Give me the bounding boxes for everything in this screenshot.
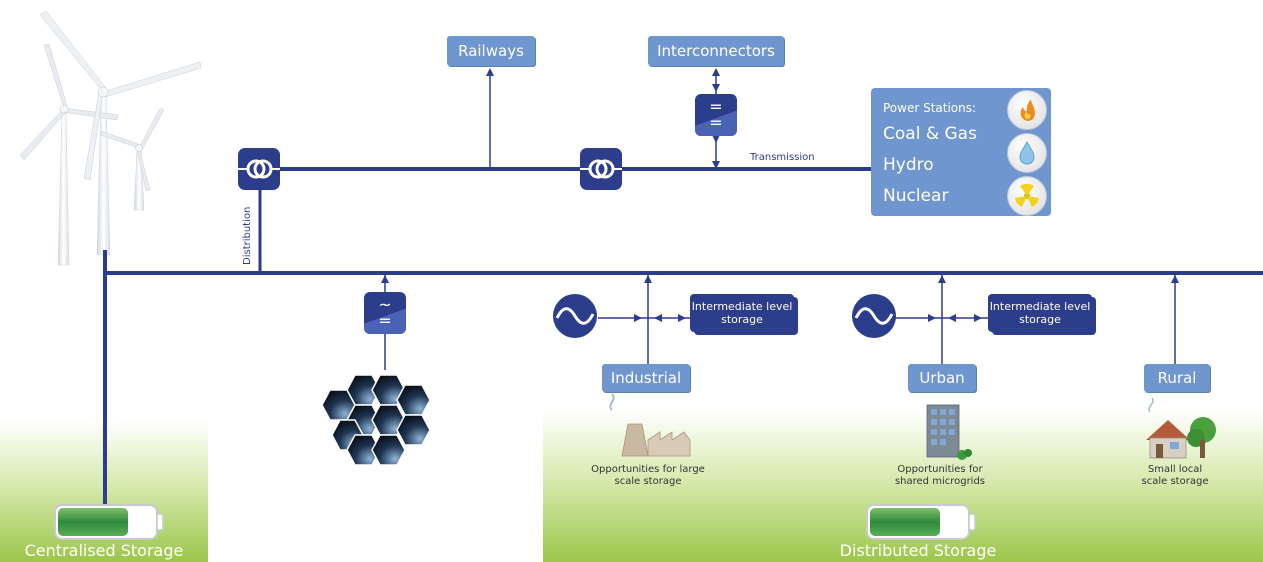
- flame-icon: [1007, 90, 1047, 130]
- transformer-icon-distribution: [238, 148, 280, 190]
- interconnectors-label: Interconnectors: [648, 36, 784, 66]
- house-icon: [1146, 397, 1216, 459]
- industrial-label: Industrial: [602, 364, 690, 392]
- inverter-icon-solar: ~ =: [364, 292, 406, 334]
- transformer-icon-transmission: [580, 148, 622, 190]
- rural-caption: Small local scale storage: [1141, 464, 1209, 487]
- converter-top-symbol: =: [709, 97, 723, 116]
- building-icon: [926, 404, 972, 460]
- arrowheads: [381, 68, 1179, 322]
- wind-turbine-icon: [19, 10, 202, 266]
- power-stations-title: Power Stations:: [883, 101, 977, 115]
- power-station-hydro: Hydro: [883, 155, 934, 175]
- power-station-nuclear: Nuclear: [883, 186, 949, 206]
- radiation-icon: [1007, 176, 1047, 216]
- wave-icon-urban: [852, 294, 896, 338]
- intermediate-storage-label-urban: Intermediate level storage: [988, 294, 1092, 332]
- power-station-coal-gas: Coal & Gas: [883, 124, 977, 144]
- rural-label: Rural: [1144, 364, 1210, 392]
- railways-label: Railways: [447, 36, 535, 66]
- urban-label: Urban: [908, 364, 976, 392]
- factory-icon: [609, 393, 691, 457]
- converter-bottom-symbol: =: [378, 311, 392, 330]
- distributed-storage-label: Distributed Storage: [839, 541, 997, 560]
- dc-converter-icon-interconnector: = =: [695, 94, 737, 136]
- converter-bottom-symbol: =: [709, 113, 723, 132]
- distribution-label: Distribution: [242, 206, 253, 265]
- network-lines: [103, 74, 1263, 505]
- industrial-caption: Opportunities for large scale storage: [591, 464, 705, 487]
- power-stations-panel: Power Stations: Coal & Gas Hydro Nuclear: [871, 88, 1051, 216]
- battery-icon-distributed: [866, 504, 976, 540]
- battery-icon-centralised: [54, 504, 164, 540]
- centralised-storage-label: Centralised Storage: [24, 541, 184, 560]
- transmission-label: Transmission: [750, 152, 815, 163]
- intermediate-storage-label-industrial: Intermediate level storage: [690, 294, 794, 332]
- water-drop-icon: [1007, 133, 1047, 173]
- wave-icon-industrial: [553, 294, 597, 338]
- urban-caption: Opportunities for shared microgrids: [894, 464, 986, 487]
- solar-panel-icon: [321, 374, 431, 466]
- converter-top-symbol: ~: [378, 295, 392, 314]
